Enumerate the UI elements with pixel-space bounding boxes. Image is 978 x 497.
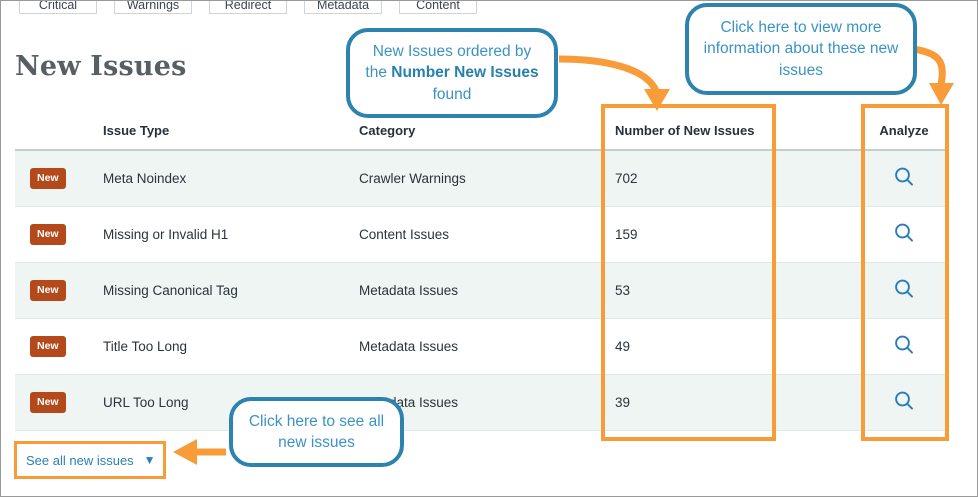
tab-content[interactable]: Content xyxy=(399,0,477,14)
table-row[interactable]: New Meta Noindex Crawler Warnings 702 xyxy=(15,151,949,207)
row-count: 49 xyxy=(615,339,631,354)
th-spacer xyxy=(787,113,859,123)
th-number-of-new-issues: Number of New Issues xyxy=(615,123,755,138)
see-all-new-issues-link[interactable]: See all new issues xyxy=(26,452,134,468)
see-all-new-issues-highlight: See all new issues ▼ xyxy=(14,441,166,479)
status-badge: New xyxy=(30,167,66,190)
row-count: 159 xyxy=(615,227,638,242)
callout-analyze: Click here to view more information abou… xyxy=(685,3,917,95)
magnifier-icon[interactable] xyxy=(892,165,916,189)
issue-category-tabs: Critical Warnings Redirect Metadata Cont… xyxy=(19,0,477,14)
magnifier-icon[interactable] xyxy=(892,221,916,245)
magnifier-icon[interactable] xyxy=(892,277,916,301)
row-badge-cell: New xyxy=(15,279,103,302)
tab-critical[interactable]: Critical xyxy=(19,0,97,14)
callout-ordering-bold: Number New Issues xyxy=(391,64,539,82)
th-badge xyxy=(15,113,103,123)
row-count: 702 xyxy=(615,171,638,186)
tab-warnings-label: Warnings xyxy=(126,0,180,12)
table-row[interactable]: New URL Too Long Metadata Issues 39 xyxy=(15,375,949,431)
row-category: Metadata Issues xyxy=(359,339,459,354)
tab-metadata-label: Metadata xyxy=(316,0,370,12)
arrow-ordering-head xyxy=(644,89,670,111)
th-category: Category xyxy=(359,123,416,138)
row-issue-type: Missing or Invalid H1 xyxy=(103,227,229,242)
row-issue-type: Title Too Long xyxy=(103,339,188,354)
callout-ordering: New Issues ordered by the Number New Iss… xyxy=(346,28,558,118)
status-badge: New xyxy=(30,335,66,358)
status-badge: New xyxy=(30,391,66,414)
magnifier-icon[interactable] xyxy=(892,389,916,413)
tab-metadata[interactable]: Metadata xyxy=(304,0,382,14)
row-count: 53 xyxy=(615,283,631,298)
row-issue-type: URL Too Long xyxy=(103,395,189,410)
callout-ordering-text: New Issues ordered by the Number New Iss… xyxy=(360,41,544,105)
row-issue-type: Missing Canonical Tag xyxy=(103,283,238,298)
tab-warnings[interactable]: Warnings xyxy=(114,0,192,14)
row-analyze-cell[interactable] xyxy=(859,165,949,192)
row-analyze-cell[interactable] xyxy=(859,221,949,248)
page-title: New Issues xyxy=(15,51,187,82)
row-analyze-cell[interactable] xyxy=(859,277,949,304)
status-badge: New xyxy=(30,279,66,302)
callout-ordering-part2: found xyxy=(432,85,472,103)
th-issue-type: Issue Type xyxy=(103,123,170,138)
arrow-analyze-path xyxy=(912,45,946,86)
row-category: Crawler Warnings xyxy=(359,171,466,186)
row-count: 39 xyxy=(615,395,631,410)
row-analyze-cell[interactable] xyxy=(859,333,949,360)
tab-content-label: Content xyxy=(416,0,460,12)
row-badge-cell: New xyxy=(15,223,103,246)
tab-redirect[interactable]: Redirect xyxy=(209,0,287,14)
table-header-row: Issue Type Category Number of New Issues… xyxy=(15,113,949,151)
tab-redirect-label: Redirect xyxy=(224,0,272,12)
row-category: Content Issues xyxy=(359,227,450,242)
row-analyze-cell[interactable] xyxy=(859,389,949,416)
row-category: Metadata Issues xyxy=(359,283,459,298)
magnifier-icon[interactable] xyxy=(892,333,916,357)
tab-critical-label: Critical xyxy=(38,0,78,12)
callout-ordering-part1: New Issues ordered by the xyxy=(365,42,532,82)
row-issue-type: Meta Noindex xyxy=(103,171,187,186)
table-row[interactable]: New Missing Canonical Tag Metadata Issue… xyxy=(15,263,949,319)
th-analyze: Analyze xyxy=(879,123,929,138)
arrow-see-all-head xyxy=(173,439,197,465)
arrow-ordering-path xyxy=(558,55,660,93)
table-row[interactable]: New Title Too Long Metadata Issues 49 xyxy=(15,319,949,375)
row-badge-cell: New xyxy=(15,167,103,190)
table-row[interactable]: New Missing or Invalid H1 Content Issues… xyxy=(15,207,949,263)
row-badge-cell: New xyxy=(15,335,103,358)
row-badge-cell: New xyxy=(15,391,103,414)
arrow-analyze-head xyxy=(929,83,954,105)
callout-see-all: Click here to see all new issues xyxy=(229,397,404,467)
status-badge: New xyxy=(30,223,66,246)
chevron-down-icon[interactable]: ▼ xyxy=(143,453,156,467)
new-issues-table: Issue Type Category Number of New Issues… xyxy=(15,113,949,431)
